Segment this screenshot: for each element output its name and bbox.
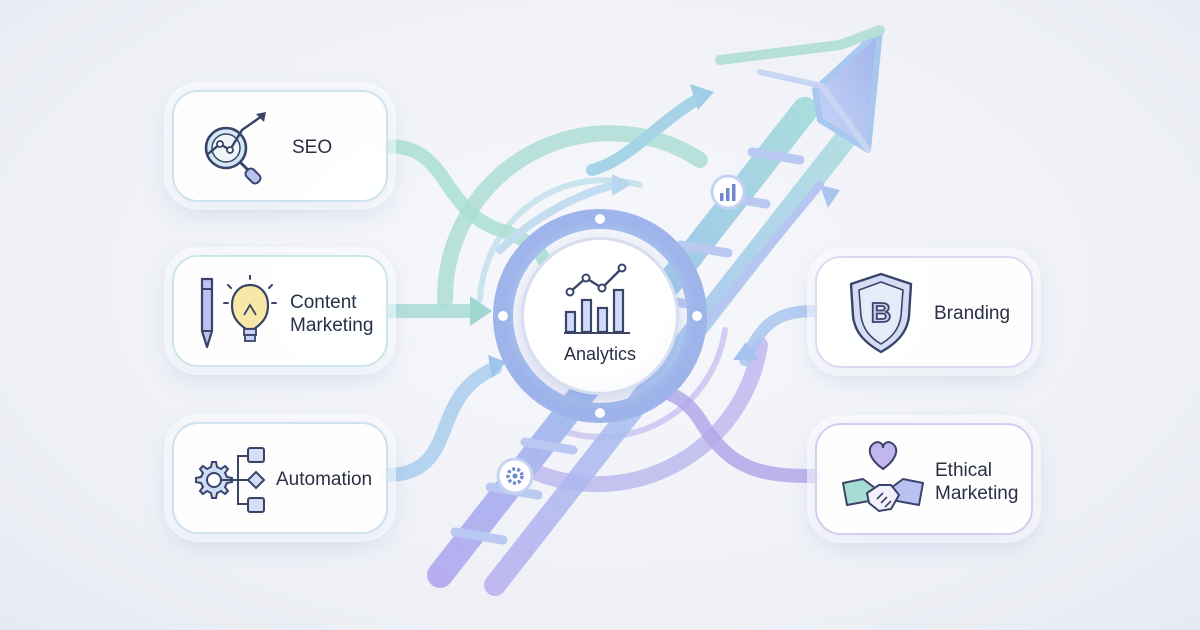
pen-lightbulb-icon [200, 275, 277, 349]
branding-node: B Branding [815, 256, 1033, 368]
bar-chart-icon [710, 174, 746, 210]
analytics-hub: Analytics [524, 240, 676, 392]
automation-node: Automation [172, 422, 388, 534]
handshake-heart-icon [842, 441, 924, 512]
automation-label: Automation [276, 469, 373, 490]
svg-text:B: B [871, 297, 891, 328]
hub-ring [493, 209, 707, 423]
content-marketing-label: Content Marketing [290, 292, 374, 336]
branding-label: Branding [934, 303, 1011, 324]
ethical-marketing-label: Ethical Marketing [935, 460, 1019, 504]
connector-arrowheads [470, 84, 840, 378]
connectors [381, 92, 822, 483]
shield-b-icon: B [849, 272, 913, 354]
seo-label: SEO [292, 137, 333, 158]
content-marketing-node: Content Marketing [172, 255, 388, 367]
hub-label: Analytics [563, 344, 637, 364]
bar-chart-trend-icon [564, 263, 630, 334]
gear-icon [496, 457, 534, 495]
seo-node: SEO [172, 90, 388, 202]
magnifier-growth-icon [204, 112, 266, 185]
ethical-marketing-node: Ethical Marketing [815, 423, 1033, 535]
gear-workflow-icon [195, 447, 266, 513]
